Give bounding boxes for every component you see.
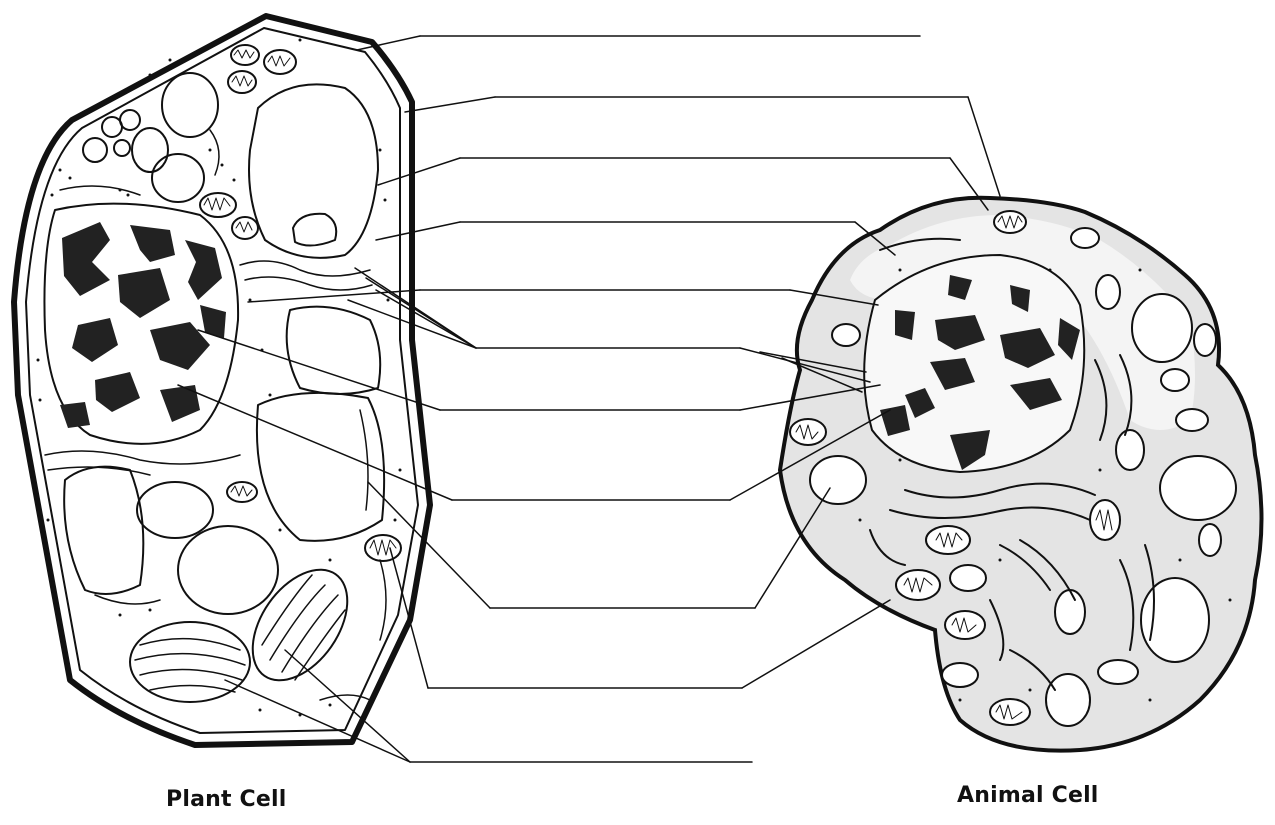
plant-small-vacuole <box>83 138 107 162</box>
plant-small-vacuole <box>137 482 213 538</box>
plant-chloroplast <box>130 622 250 702</box>
plant-chloroplast <box>233 552 366 697</box>
animal-vacuole <box>1141 578 1209 662</box>
plant-vacuole-inner <box>293 214 336 246</box>
animal-vesicle <box>810 456 866 504</box>
animal-cell-caption: Animal Cell <box>957 783 1099 808</box>
plant-vacuole <box>249 84 378 258</box>
plant-vacuole <box>64 467 143 594</box>
leader-line <box>378 158 460 185</box>
leader-line <box>742 600 890 688</box>
leader-line <box>968 97 1000 196</box>
animal-vacuole <box>1132 294 1192 362</box>
plant-vacuole <box>257 393 384 541</box>
animal-vacuole <box>1160 456 1236 520</box>
leader-line <box>376 290 476 348</box>
plant-small-vacuole <box>120 110 140 130</box>
plant-endoplasmic-reticulum <box>45 130 386 700</box>
plant-cell-caption: Plant Cell <box>166 787 287 812</box>
plant-small-vacuole <box>132 128 168 172</box>
plant-vacuole <box>287 307 381 394</box>
animal-cell <box>780 198 1262 751</box>
leader-line <box>376 222 460 240</box>
leader-line <box>225 680 410 762</box>
plant-cell <box>14 16 430 745</box>
plant-small-vacuole <box>114 140 130 156</box>
leader-line <box>405 97 495 112</box>
animal-vacuole <box>1046 674 1090 726</box>
plant-chromatin <box>60 222 226 428</box>
plant-mitochondria-cristae <box>204 50 396 555</box>
plant-small-vacuole <box>178 526 278 614</box>
plant-small-vacuole <box>152 154 204 202</box>
plant-cell-wall <box>14 16 430 745</box>
plant-small-vacuole <box>162 73 218 137</box>
